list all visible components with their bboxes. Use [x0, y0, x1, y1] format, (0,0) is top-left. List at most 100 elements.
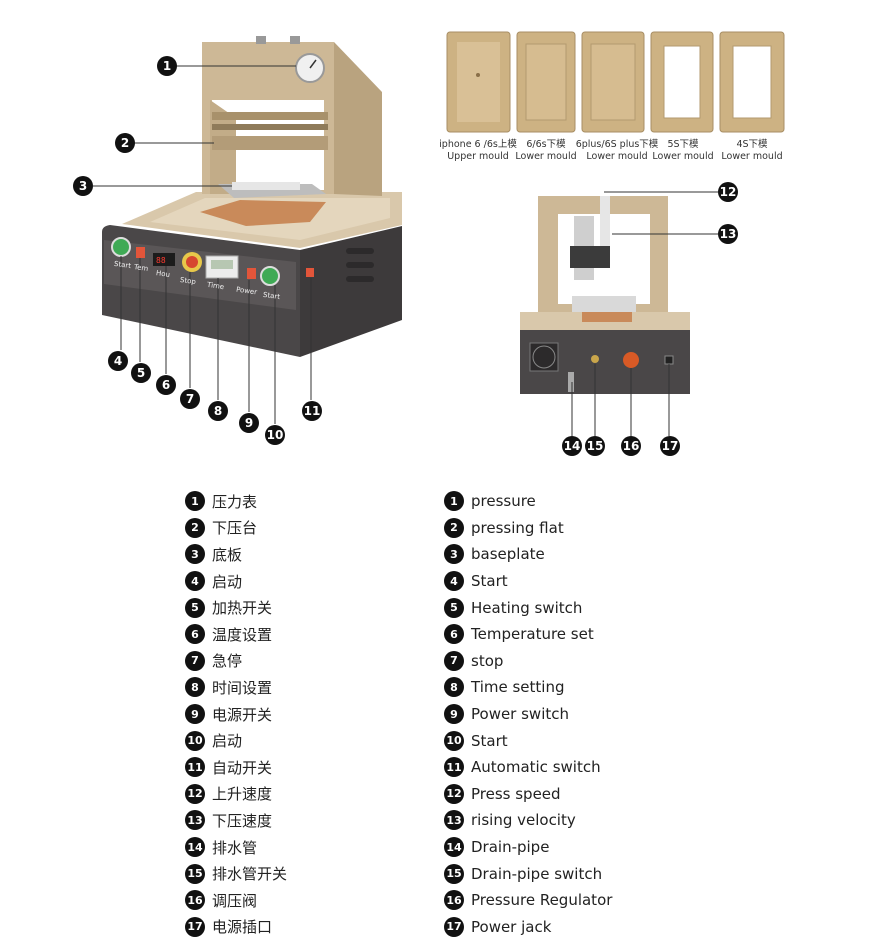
- legend-zh-num: 14: [185, 837, 205, 858]
- legend-en-text: Power jack: [471, 917, 552, 936]
- callout-3: 3: [73, 176, 93, 196]
- mould-caption-5-line1: 4S下模: [736, 139, 768, 150]
- legend-en-text: Time setting: [471, 678, 565, 697]
- legend-en-num: 16: [444, 890, 464, 911]
- mould-caption-3-line1: 6plus/6S plus下模: [575, 139, 659, 150]
- rear-machine-drawing: [520, 196, 690, 394]
- legend-en-num: 15: [444, 863, 464, 884]
- legend-zh-text: 时间设置: [212, 678, 273, 697]
- legend-en-row-2: 2 pressing flat: [444, 515, 612, 542]
- legend-en-num: 10: [444, 730, 464, 751]
- legend-zh-text: 加热开关: [212, 599, 273, 618]
- legend-zh-num: 12: [185, 783, 205, 804]
- legend-en-num: 1: [444, 491, 464, 512]
- legend-en-num: 17: [444, 916, 464, 937]
- mould-caption-4-line2: Lower mould: [652, 151, 714, 162]
- legend-zh-num: 16: [185, 890, 205, 911]
- legend-en-text: pressure: [471, 492, 536, 511]
- svg-text:88: 88: [156, 256, 166, 265]
- legend-en-num: 11: [444, 757, 464, 778]
- legend-en-text: Automatic switch: [471, 758, 601, 777]
- legend-zh-num: 9: [185, 704, 205, 725]
- legend-en-row-11: 11 Automatic switch: [444, 754, 612, 781]
- legend-en-num: 2: [444, 517, 464, 538]
- legend-zh-row-15: 15 排水管开关: [185, 860, 287, 887]
- callout-16: 16: [621, 436, 641, 456]
- callout-9: 9: [239, 413, 259, 433]
- callout-7: 7: [180, 389, 200, 409]
- legend-en-num: 4: [444, 571, 464, 592]
- mould-caption-1: iphone 6 /6s上模 Upper mould: [432, 139, 524, 163]
- mould-caption-5: 4S下模 Lower mould: [718, 139, 786, 163]
- mould-caption-2-line2: Lower mould: [515, 151, 577, 162]
- legend-zh-num: 3: [185, 544, 205, 565]
- legend-en-text: Start: [471, 731, 508, 750]
- legend-zh-text: 温度设置: [212, 625, 273, 644]
- moulds-row: [446, 31, 785, 133]
- legend-zh-row-8: 8 时间设置: [185, 674, 287, 701]
- mould-caption-2-line1: 6/6s下模: [526, 139, 566, 150]
- legend-zh-text: 排水管开关: [212, 865, 288, 884]
- mould-caption-4-line1: 5S下模: [667, 139, 699, 150]
- mould-caption-3: 6plus/6S plus下模 Lower mould: [572, 139, 662, 163]
- legend-zh-text: 压力表: [212, 492, 258, 511]
- callout-12: 12: [718, 182, 738, 202]
- legend-zh-text: 调压阀: [212, 891, 258, 910]
- callout-11: 11: [302, 401, 322, 421]
- legend-en-row-5: 5 Heating switch: [444, 594, 612, 621]
- front-leader-lines: [93, 65, 312, 424]
- legend-zh-text: 排水管: [212, 838, 258, 857]
- callout-1: 1: [157, 56, 177, 76]
- legend-en-text: Drain-pipe: [471, 838, 550, 857]
- legend-zh-num: 7: [185, 650, 205, 671]
- legend-en-num: 14: [444, 837, 464, 858]
- legend-zh-num: 8: [185, 677, 205, 698]
- legend-en-num: 5: [444, 597, 464, 618]
- callout-10: 10: [265, 425, 285, 445]
- legend-en-num: 7: [444, 650, 464, 671]
- legend-zh-num: 15: [185, 863, 205, 884]
- legend-en-row-8: 8 Time setting: [444, 674, 612, 701]
- legend-zh-text: 自动开关: [212, 758, 273, 777]
- callout-6: 6: [156, 375, 176, 395]
- legend-en-text: rising velocity: [471, 811, 576, 830]
- legend-en-text: pressing flat: [471, 518, 564, 537]
- legend-en-text: Power switch: [471, 705, 570, 724]
- legend-en-text: Pressure Regulator: [471, 891, 613, 910]
- legend-zh-num: 17: [185, 916, 205, 937]
- mould-caption-4: 5S下模 Lower mould: [650, 139, 716, 163]
- legend-en-text: baseplate: [471, 545, 545, 564]
- legend-en-text: Temperature set: [471, 625, 594, 644]
- legend-zh-row-17: 17 电源插口: [185, 914, 287, 941]
- legend-zh-num: 13: [185, 810, 205, 831]
- legend-en-row-1: 1 pressure: [444, 488, 612, 515]
- callout-17: 17: [660, 436, 680, 456]
- legend-en-row-9: 9 Power switch: [444, 701, 612, 728]
- legend-zh-row-16: 16 调压阀: [185, 887, 287, 914]
- legend-zh-row-6: 6 温度设置: [185, 621, 287, 648]
- legend-en-num: 8: [444, 677, 464, 698]
- legend-zh-num: 1: [185, 491, 205, 512]
- legend-zh-text: 电源插口: [212, 918, 273, 937]
- legend-zh-num: 6: [185, 624, 205, 645]
- callout-13: 13: [718, 224, 738, 244]
- legend-en-row-10: 10 Start: [444, 727, 612, 754]
- mould-caption-2: 6/6s下模 Lower mould: [510, 139, 582, 163]
- legend-en-row-16: 16 Pressure Regulator: [444, 887, 612, 914]
- legend-en-num: 9: [444, 704, 464, 725]
- legend-zh-num: 5: [185, 597, 205, 618]
- legend-en-text: Heating switch: [471, 598, 583, 617]
